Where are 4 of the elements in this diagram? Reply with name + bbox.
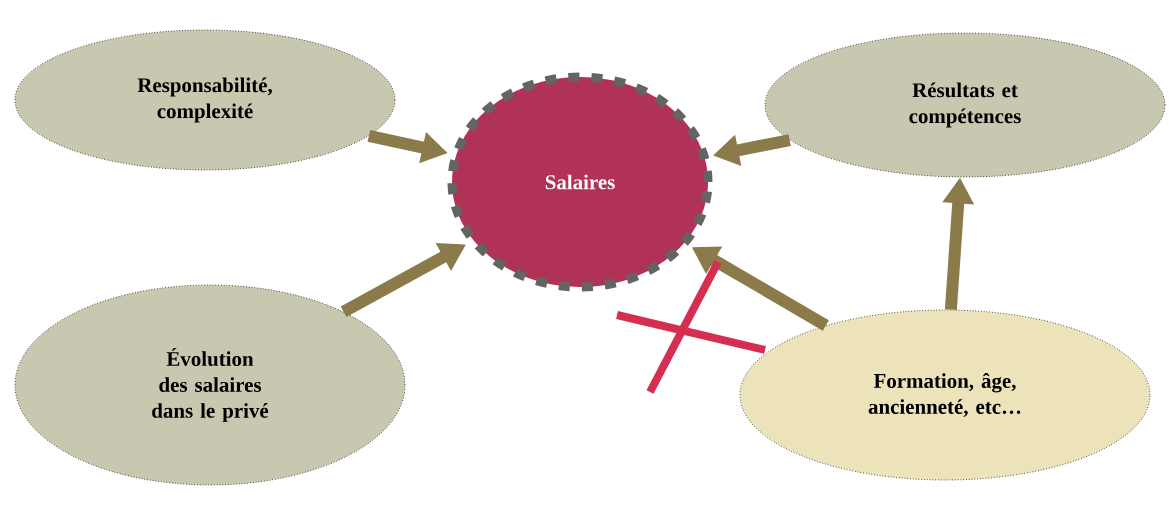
ellipse-node: Résultats et compétences	[764, 32, 1166, 178]
ellipse-node: Responsabilité, complexité	[14, 29, 396, 171]
ellipse-node: Formation, âge, ancienneté, etc…	[739, 309, 1151, 481]
ellipse-node: Évolution des salaires dans le privé	[14, 284, 406, 486]
